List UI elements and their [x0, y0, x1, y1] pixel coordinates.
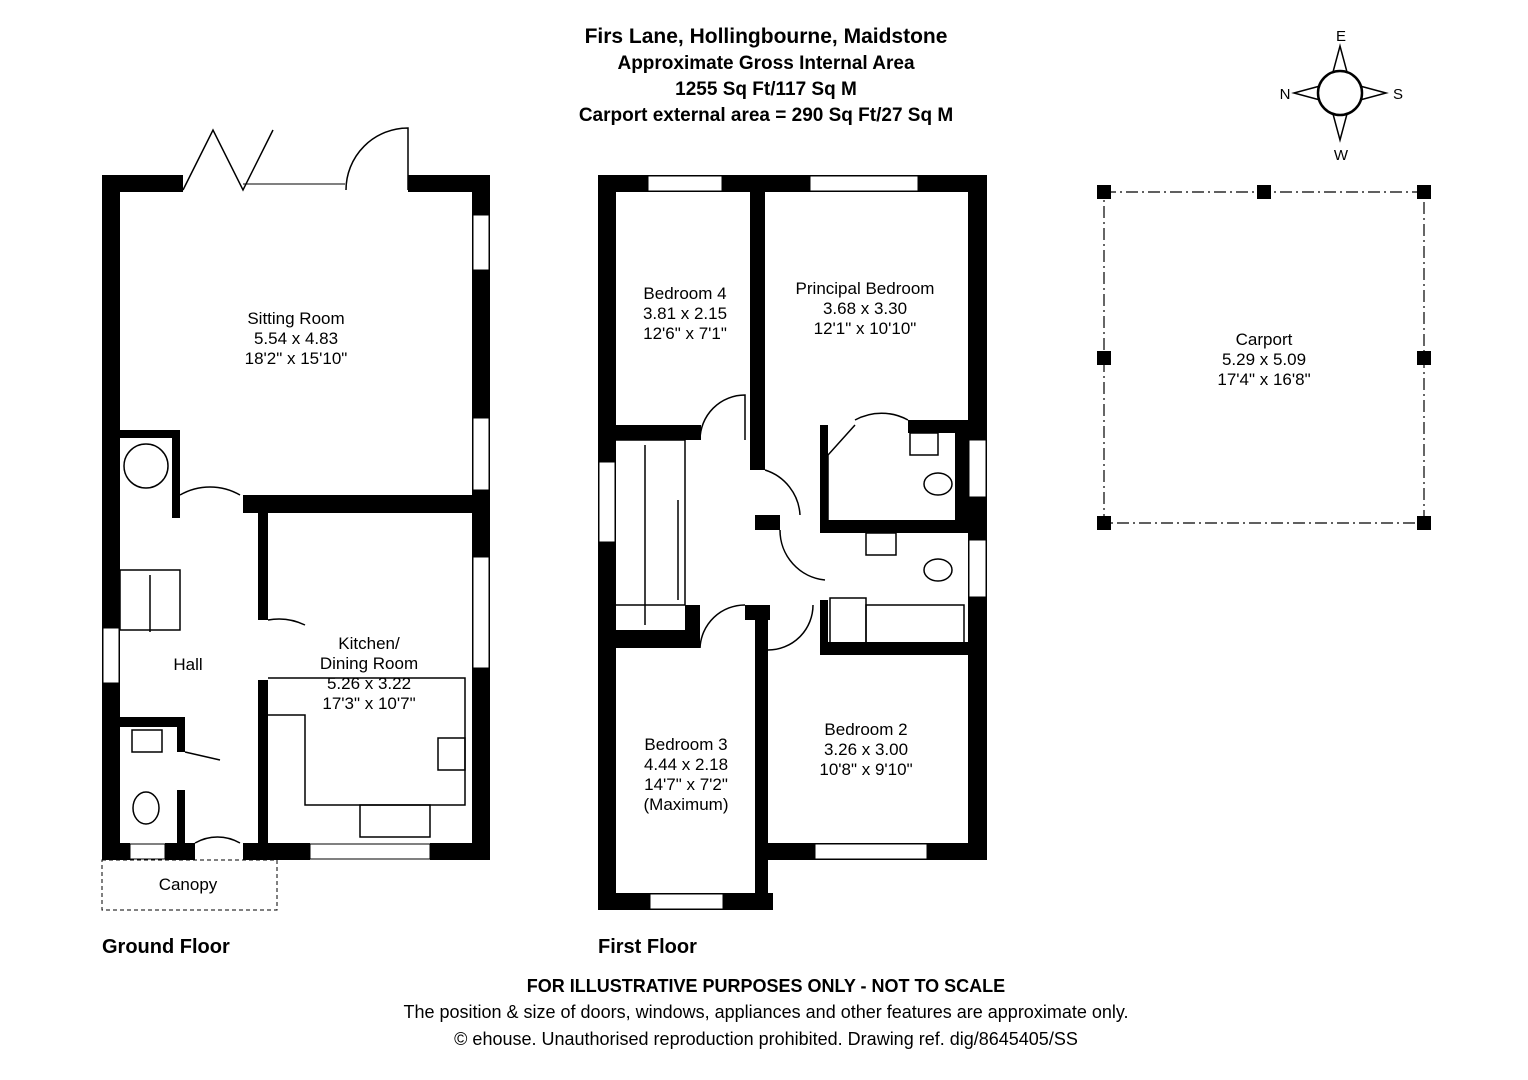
- room-name: Bedroom 2: [824, 720, 907, 739]
- room-name: Kitchen/: [338, 634, 400, 653]
- room-imperial: 14'7" x 7'2": [644, 775, 728, 794]
- room-imperial: 17'3" x 10'7": [322, 694, 415, 713]
- room-sitting-room: Sitting Room 5.54 x 4.83 18'2" x 15'10": [245, 309, 348, 368]
- compass-west: W: [1334, 147, 1349, 164]
- room-name: Bedroom 3: [644, 735, 727, 754]
- room-name: Bedroom 4: [643, 284, 726, 303]
- room-name: Principal Bedroom: [796, 279, 935, 298]
- disclaimer: FOR ILLUSTRATIVE PURPOSES ONLY - NOT TO …: [527, 976, 1005, 996]
- room-hall: Hall: [173, 655, 202, 674]
- room-carport: Carport 5.29 x 5.09 17'4" x 16'8": [1217, 330, 1310, 389]
- room-kitchen-dining: Kitchen/ Dining Room 5.26 x 3.22 17'3" x…: [320, 634, 418, 713]
- area-title: Approximate Gross Internal Area: [617, 53, 914, 74]
- room-metric: 5.54 x 4.83: [254, 329, 338, 348]
- room-name: Sitting Room: [247, 309, 344, 328]
- address-title: Firs Lane, Hollingbourne, Maidstone: [585, 25, 948, 48]
- area-value: 1255 Sq Ft/117 Sq M: [675, 79, 857, 100]
- room-metric: 3.68 x 3.30: [823, 299, 907, 318]
- compass-south: S: [1393, 86, 1403, 103]
- room-note: (Maximum): [644, 795, 729, 814]
- room-metric: 5.29 x 5.09: [1222, 350, 1306, 369]
- room-principal-bedroom: Principal Bedroom 3.68 x 3.30 12'1" x 10…: [796, 279, 935, 338]
- room-metric: 4.44 x 2.18: [644, 755, 728, 774]
- room-name-line2: Dining Room: [320, 654, 418, 673]
- room-imperial: 17'4" x 16'8": [1217, 370, 1310, 389]
- ground-floor-doors: [101, 127, 466, 911]
- room-imperial: 12'6" x 7'1": [643, 324, 727, 343]
- room-labels: Sitting Room 5.54 x 4.83 18'2" x 15'10" …: [159, 279, 1311, 894]
- room-canopy: Canopy: [159, 875, 218, 894]
- ground-floor-windows: [102, 182, 490, 860]
- room-metric: 3.26 x 3.00: [824, 740, 908, 759]
- copyright: © ehouse. Unauthorised reproduction proh…: [454, 1029, 1078, 1049]
- room-metric: 5.26 x 3.22: [327, 674, 411, 693]
- room-bedroom-2: Bedroom 2 3.26 x 3.00 10'8" x 9'10": [819, 720, 912, 779]
- room-bedroom-3: Bedroom 3 4.44 x 2.18 14'7" x 7'2" (Maxi…: [644, 735, 729, 814]
- header: Firs Lane, Hollingbourne, Maidstone Appr…: [579, 25, 953, 126]
- compass-icon: E W N S: [1280, 28, 1403, 164]
- compass-east: E: [1336, 28, 1346, 45]
- first-floor-windows: [598, 175, 987, 910]
- compass-north: N: [1280, 86, 1291, 103]
- room-metric: 3.81 x 2.15: [643, 304, 727, 323]
- carport-outline: [1097, 185, 1431, 530]
- carport-area: Carport external area = 290 Sq Ft/27 Sq …: [579, 105, 953, 126]
- footer: FOR ILLUSTRATIVE PURPOSES ONLY - NOT TO …: [403, 976, 1128, 1049]
- room-imperial: 10'8" x 9'10": [819, 760, 912, 779]
- room-imperial: 12'1" x 10'10": [814, 319, 917, 338]
- first-floor-fixtures: [616, 394, 965, 651]
- room-bedroom-4: Bedroom 4 3.81 x 2.15 12'6" x 7'1": [643, 284, 727, 343]
- room-name: Carport: [1236, 330, 1293, 349]
- room-imperial: 18'2" x 15'10": [245, 349, 348, 368]
- footer-note: The position & size of doors, windows, a…: [403, 1002, 1128, 1022]
- ground-floor-walls: [102, 175, 490, 860]
- ground-floor-label: Ground Floor: [102, 936, 230, 958]
- first-floor-label: First Floor: [598, 936, 697, 958]
